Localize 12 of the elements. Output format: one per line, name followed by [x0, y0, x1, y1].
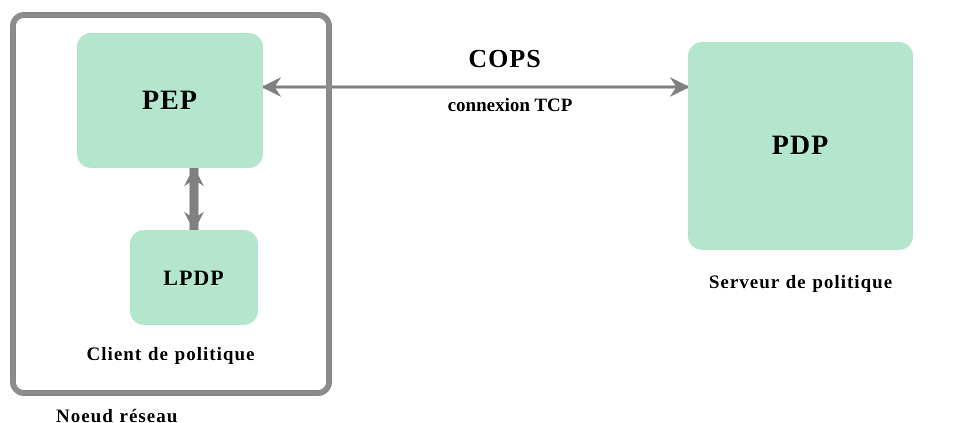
process-box — [130, 230, 258, 325]
node-label: LPDP — [162, 264, 226, 290]
node-label: PEP — [141, 84, 199, 116]
double-arrow — [184, 166, 204, 232]
node-label: PDP — [770, 130, 830, 162]
edge-label: COPS — [467, 44, 543, 74]
double-arrow — [261, 77, 690, 97]
node-caption: Serveur de politique — [708, 272, 894, 294]
group-label: Client de politique — [86, 344, 256, 366]
process-box — [77, 33, 263, 168]
protocol-label: connexion TCP — [446, 95, 574, 117]
group-heading: Noeud réseau — [56, 406, 178, 423]
